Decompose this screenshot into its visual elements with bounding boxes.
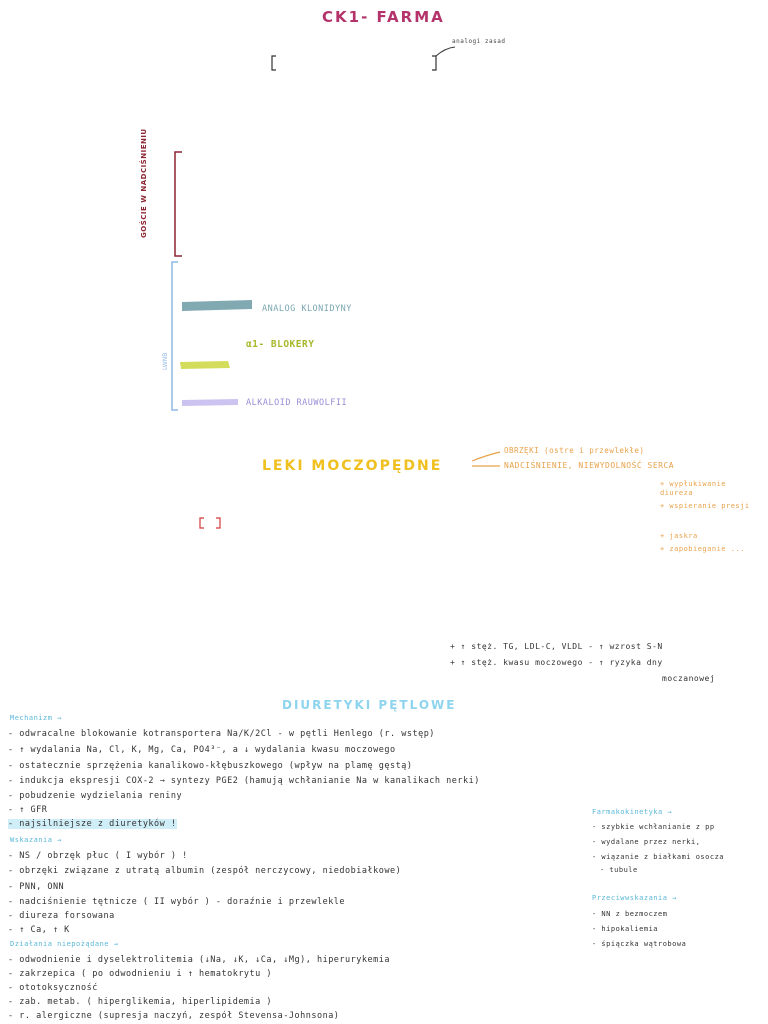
mechanism-line: - ostatecznie sprzężenia kanalikowo-kłęb… (8, 761, 413, 771)
orange-arrow-1 (471, 451, 501, 462)
indications-header: Wskazania → (10, 836, 62, 844)
pk-line: - tubule (600, 866, 638, 874)
mechanism-line: - pobudzenie wydzielania reniny (8, 791, 183, 801)
mechanism-header: Mechanizm → (10, 714, 62, 722)
diuretics-bullet-3: + jaskra (660, 532, 698, 540)
pk-line: - wydalane przez nerki, (592, 838, 701, 846)
diuretics-bullet-1: + wypłukiwanie diureza (660, 480, 727, 497)
drug-group-rauwolfia: ALKALOID RAUWOLFII (246, 398, 348, 408)
pk-header: Farmakokinetyka → (592, 808, 673, 816)
red-bracket-l (199, 517, 204, 529)
page-title: CK1- FARMA (322, 8, 445, 26)
swatch-analog (182, 300, 252, 311)
contra-line: - NN z bezmoczem (592, 910, 668, 918)
adverse-line: - zakrzepica ( po odwodnieniu i ↑ hemato… (8, 969, 273, 979)
contra-header: Przeciwwskazania → (592, 894, 677, 902)
bracket-arrow (435, 46, 456, 57)
bracket-note: analogi zasad (452, 38, 506, 45)
adverse-line: - ototoksyczność (8, 983, 98, 993)
diuretics-bullet-4: + zapobieganie ... (660, 545, 745, 553)
side-effect-2: + ↑ stęż. kwasu moczowego - ↑ ryzyka dny (450, 658, 663, 667)
diuretics-arrow-2: NADCIŚNIENIE, NIEWYDOLNOŚĆ SERCA (504, 461, 675, 470)
loop-title: DIURETYKI PĘTLOWE (282, 698, 457, 712)
indication-line: - diureza forsowana (8, 911, 115, 921)
mechanism-line: - najsilniejsze z diuretyków ! (8, 819, 177, 829)
vertical-label-blue: LWNB (162, 352, 169, 370)
mechanism-line: - indukcja ekspresji COX-2 → syntezy PGE… (8, 776, 480, 786)
indication-line: - PNN, ONN (8, 882, 65, 892)
bracket-left (271, 55, 276, 71)
pk-line: - wiązanie z białkami osocza (592, 853, 725, 861)
bracket-right (432, 55, 437, 71)
contra-line: - hipokaliemia (592, 925, 659, 933)
mechanism-line: - odwracalne blokowanie kotransportera N… (8, 729, 435, 739)
indication-line: - nadciśnienie tętnicze ( II wybór ) - d… (8, 897, 346, 907)
diuretics-bullet-2: + wspieranie presji (660, 502, 750, 510)
red-bracket-r (216, 517, 221, 529)
adverse-line: - odwodnienie i dyselektrolitemia (↓Na, … (8, 955, 390, 965)
blue-brace (171, 261, 178, 411)
adverse-line: - r. alergiczne (supresja naczyń, zespół… (8, 1011, 340, 1021)
drug-group-analog: ANALOG KLONIDYNY (262, 304, 352, 314)
indication-line: - NS / obrzęk płuc ( I wybór ) ! (8, 851, 188, 861)
side-effect-3: moczanowej (662, 674, 716, 683)
indication-line: - obrzęki związane z utratą albumin (zes… (8, 866, 402, 876)
pk-line: - szybkie wchłanianie z pp (592, 823, 715, 831)
side-effect-1: + ↑ stęż. TG, LDL-C, VLDL - ↑ wzrost S-N (450, 642, 663, 651)
diuretics-arrow-1: OBRZĘKI (ostre i przewlekłe) (504, 446, 645, 455)
vertical-label-red: GOŚCIE W NADCIŚNIENIU (140, 128, 148, 238)
adverse-header: Działania niepożądane → (10, 940, 119, 948)
mechanism-line: - ↑ wydalania Na, Cl, K, Mg, Ca, PO4³⁻, … (8, 745, 396, 755)
adverse-line: - zab. metab. ( hiperglikemia, hiperlipi… (8, 997, 273, 1007)
drug-group-alpha: α1- BLOKERY (246, 339, 315, 350)
diuretics-title: LEKI MOCZOPĘDNE (262, 458, 443, 474)
swatch-rauwolf (182, 399, 238, 406)
red-brace (174, 151, 182, 257)
contra-line: - śpiączka wątrobowa (592, 940, 687, 948)
swatch-alpha (180, 361, 230, 369)
mechanism-line: - ↑ GFR (8, 805, 48, 815)
indication-line: - ↑ Ca, ↑ K (8, 925, 70, 935)
